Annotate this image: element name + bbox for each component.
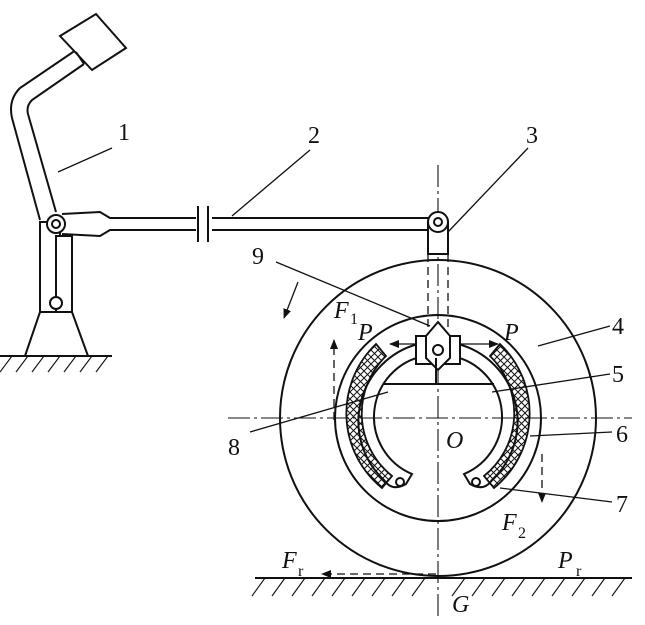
label-4: 4 — [612, 314, 624, 340]
force-fr-sub: r — [298, 563, 304, 580]
label-2: 2 — [308, 123, 320, 149]
point-g: G — [452, 592, 469, 618]
label-3: 3 — [526, 123, 538, 149]
leader-lines — [57, 147, 613, 503]
label-9: 9 — [252, 244, 264, 270]
ground — [251, 577, 632, 597]
force-arrows — [283, 281, 546, 578]
label-5: 5 — [612, 362, 624, 388]
force-f1: F — [333, 298, 349, 324]
pull-rod — [61, 206, 430, 242]
label-7: 7 — [616, 492, 628, 518]
force-f2: F — [501, 510, 517, 536]
force-f1-sub: 1 — [350, 311, 358, 328]
label-1: 1 — [118, 120, 130, 146]
cam-lever — [415, 211, 461, 384]
force-p-left: P — [357, 320, 373, 346]
force-pr-sub: r — [576, 563, 582, 580]
force-pr: P — [557, 548, 573, 574]
force-f2-sub: 2 — [518, 525, 526, 542]
pedal-lever — [10, 12, 128, 313]
label-6: 6 — [616, 422, 628, 448]
pedal-ground — [0, 311, 112, 373]
center-o: O — [446, 428, 463, 454]
brake-shoes — [357, 343, 519, 489]
force-fr: F — [281, 548, 297, 574]
label-8: 8 — [228, 435, 240, 461]
force-p-right: P — [503, 320, 519, 346]
